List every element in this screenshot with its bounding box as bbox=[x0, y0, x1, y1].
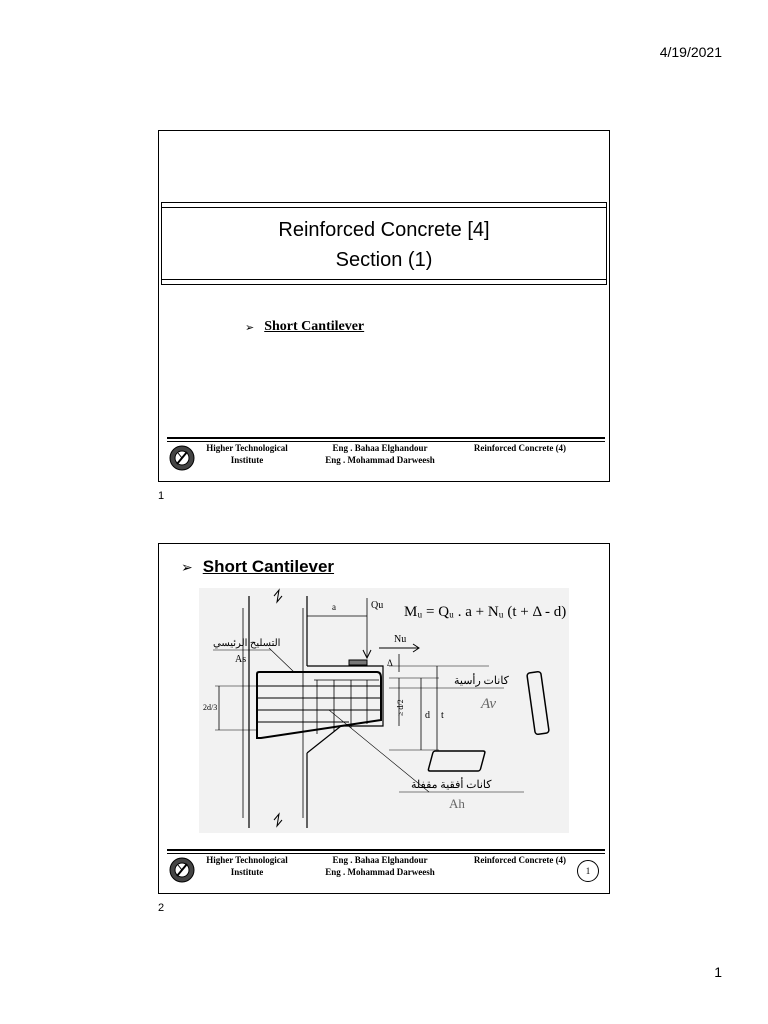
bullet-item: ➢ Short Cantilever bbox=[245, 319, 364, 335]
footer-rule bbox=[167, 849, 605, 851]
slide-number-label: 1 bbox=[158, 490, 165, 502]
break-mark bbox=[273, 812, 283, 828]
moment-formula: Mᵤ = Qᵤ . a + Nᵤ (t + Δ - d) bbox=[404, 604, 566, 620]
slide-footer: Higher Technological Institute Eng . Bah… bbox=[167, 437, 605, 473]
label-ah-arabic: كانات أفقية مقفلة bbox=[411, 777, 492, 791]
bullet-arrow-icon: ➢ bbox=[245, 321, 255, 334]
slide-2: ➢ Short Cantilever a bbox=[158, 543, 610, 894]
footer-engineers: Eng . Bahaa Elghandour Eng . Mohammad Da… bbox=[325, 443, 435, 465]
slide-page-badge: 1 bbox=[577, 860, 599, 882]
slide-number-label: 2 bbox=[158, 902, 165, 914]
title-box: Reinforced Concrete [4] Section (1) bbox=[161, 202, 607, 285]
footer-institute: Higher Technological Institute bbox=[206, 443, 288, 465]
footer-course: Reinforced Concrete (4) bbox=[473, 443, 567, 453]
label-a: a bbox=[332, 602, 336, 612]
label-av: Av bbox=[480, 696, 496, 712]
label-qu: Qu bbox=[371, 600, 383, 611]
footer-rule bbox=[167, 437, 605, 439]
load-arrow bbox=[362, 649, 372, 660]
footer-course: Reinforced Concrete (4) bbox=[473, 855, 567, 865]
vertical-stirrup-detail bbox=[526, 670, 550, 736]
label-as: As bbox=[235, 654, 246, 665]
label-av-arabic: كانات رأسية bbox=[454, 673, 510, 687]
institute-logo-icon bbox=[169, 857, 195, 883]
slide-subtitle: Section (1) bbox=[335, 249, 433, 271]
label-nu: Nu bbox=[394, 634, 406, 645]
page-number: 1 bbox=[714, 964, 722, 980]
main-reinforcement bbox=[256, 671, 382, 739]
ah-leader bbox=[328, 709, 430, 793]
as-leader bbox=[268, 647, 295, 673]
slide-title: Reinforced Concrete [4] bbox=[278, 219, 490, 241]
label-d: d bbox=[425, 710, 430, 721]
label-as-arabic: التسليح الرئيسي bbox=[213, 638, 280, 649]
diagram-background bbox=[199, 588, 569, 833]
bullet-text: Short Cantilever bbox=[202, 557, 335, 576]
bearing-plate bbox=[348, 659, 368, 666]
nu-arrow bbox=[412, 643, 420, 653]
bullet-item: ➢ Short Cantilever bbox=[181, 557, 334, 577]
footer-rule bbox=[167, 853, 605, 854]
bullet-text: Short Cantilever bbox=[264, 319, 365, 334]
corbel-outline bbox=[306, 665, 384, 754]
footer-institute: Higher Technological Institute bbox=[206, 855, 288, 877]
label-ad2: ≥ d/2 bbox=[396, 699, 405, 716]
institute-logo-icon bbox=[169, 445, 195, 471]
bullet-arrow-icon: ➢ bbox=[181, 558, 193, 575]
footer-engineers: Eng . Bahaa Elghandour Eng . Mohammad Da… bbox=[325, 855, 435, 877]
label-t: t bbox=[441, 710, 444, 721]
break-mark bbox=[273, 588, 283, 604]
label-ah: Ah bbox=[449, 796, 465, 811]
short-cantilever-diagram: a Qu Nu Mᵤ = Qᵤ . a + Nᵤ (t + Δ - d) Δ ≥… bbox=[199, 588, 569, 833]
label-delta: Δ bbox=[387, 658, 393, 668]
label-2d3: 2d/3 bbox=[203, 703, 217, 712]
slide-footer: Higher Technological Institute Eng . Bah… bbox=[167, 849, 605, 885]
page-date: 4/19/2021 bbox=[659, 44, 722, 60]
horizontal-stirrup-detail bbox=[427, 750, 486, 772]
footer-rule bbox=[167, 441, 605, 442]
slide-1: Reinforced Concrete [4] Section (1) ➢ Sh… bbox=[158, 130, 610, 482]
